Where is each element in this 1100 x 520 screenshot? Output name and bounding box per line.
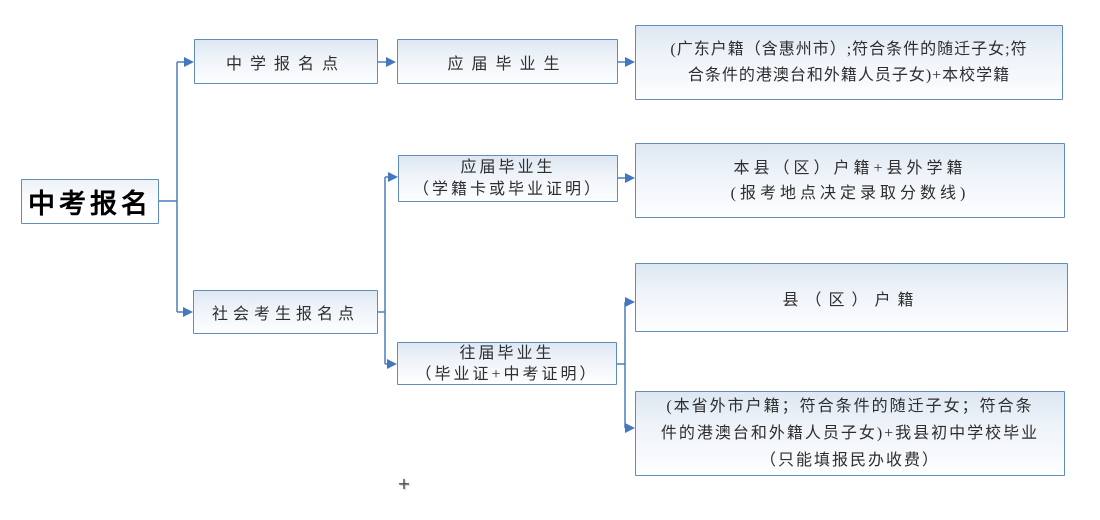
- node-school-eligibility-criteria: (广东户籍（含惠州市）;符合条件的随迁子女;符 合条件的港澳台和外籍人员子女)+…: [635, 25, 1063, 100]
- node-text-line: 本县（区）户籍+县外学籍: [733, 159, 967, 177]
- arrowhead-to-local-hukou: [625, 173, 635, 183]
- connector-formergrad-branch: [617, 301, 627, 429]
- node-school-registration-point: 中学报名点: [194, 39, 378, 84]
- node-other-eligibility-criteria: (本省外市户籍；符合条件的随迁子女；符合条 件的港澳台和外籍人员子女)+我县初中…: [635, 391, 1065, 476]
- node-label: 应届毕业生: [447, 55, 568, 73]
- node-text-line: （学籍卡或毕业证明）: [412, 180, 603, 198]
- node-current-graduates-school: 应届毕业生: [397, 39, 618, 84]
- node-text-line: （毕业证+中考证明）: [415, 365, 599, 383]
- node-text-line: 应届毕业生: [460, 158, 556, 176]
- node-text-line: (广东户籍（含惠州市）;符合条件的随迁子女;符: [670, 40, 1028, 58]
- node-text-line: （只能填报民办收费）: [759, 452, 940, 469]
- node-text-line: 件的港澳台和外籍人员子女)+我县初中学校毕业: [660, 425, 1040, 442]
- arrowhead-to-school-eligibility: [625, 57, 635, 67]
- arrowhead-to-former-grad: [387, 359, 397, 369]
- node-text-line: 往届毕业生: [459, 344, 555, 362]
- node-label: 县（区）户籍: [782, 291, 921, 309]
- node-current-graduates-social: 应届毕业生 （学籍卡或毕业证明）: [398, 155, 618, 202]
- node-text-line: (报考地点决定录取分数线): [730, 184, 970, 202]
- connector-root-branch: [159, 61, 185, 313]
- arrowhead-to-social-point: [183, 307, 193, 317]
- cursor-plus-mark: +: [397, 474, 411, 493]
- arrowhead-to-freshgrad-school: [386, 57, 396, 67]
- connector-social-branch: [378, 176, 389, 365]
- node-former-graduates: 往届毕业生 （毕业证+中考证明）: [397, 342, 617, 385]
- arrowhead-to-school-point: [184, 57, 194, 67]
- node-label: 中学报名点: [225, 55, 346, 73]
- node-text-line: (本省外市户籍；符合条件的随迁子女；符合条: [666, 398, 1034, 415]
- node-label: 社会考生报名点: [211, 306, 359, 323]
- node-label: 中考报名: [28, 189, 152, 219]
- node-county-hukou: 县（区）户籍: [635, 263, 1068, 332]
- node-text-line: 合条件的港澳台和外籍人员子女)+本校学籍: [687, 66, 1011, 84]
- arrowhead-to-county-hukou: [625, 297, 635, 307]
- node-exam-registration: 中考报名: [21, 179, 159, 224]
- arrowhead-to-other-eligibility: [625, 423, 635, 433]
- arrowhead-to-freshgrad-social: [388, 172, 398, 182]
- node-local-hukou-criteria: 本县（区）户籍+县外学籍 (报考地点决定录取分数线): [635, 143, 1065, 218]
- node-social-registration-point: 社会考生报名点: [193, 290, 378, 334]
